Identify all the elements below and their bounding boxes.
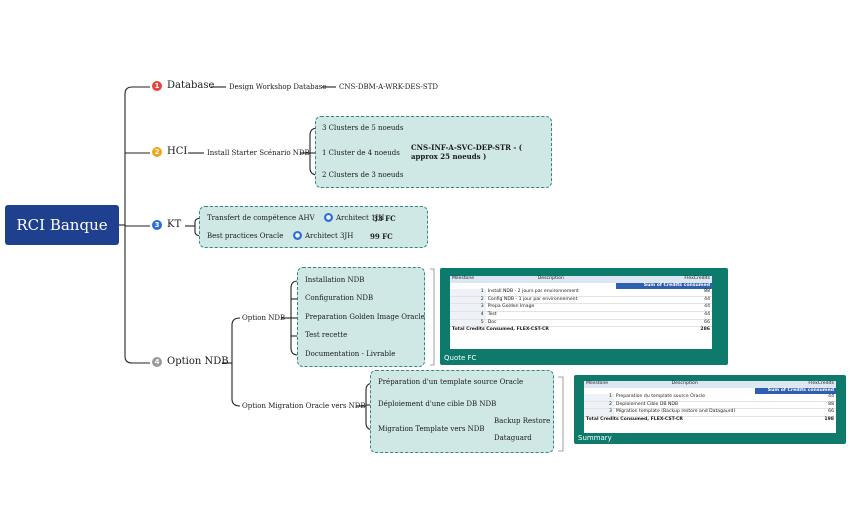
table-header: Milestone: [584, 381, 614, 388]
table-cell: 1: [450, 289, 486, 297]
table-cell: 3: [450, 303, 486, 312]
option-ndb-sub[interactable]: Option NDB: [242, 314, 286, 322]
table-header: FlexCredits: [615, 276, 712, 283]
hci-option-2[interactable]: 1 Cluster de 4 noeuds: [322, 149, 400, 157]
table-cell: Install NDB - 2 jours par environnement: [485, 289, 616, 297]
kt-item-1-role[interactable]: ●Architect 1JH: [324, 213, 385, 222]
table-cell: 44: [615, 303, 712, 312]
table-header: Milestone: [450, 276, 486, 283]
root-node[interactable]: RCI Banque: [5, 205, 119, 245]
table-subheader: Sum of Credits consumed: [615, 282, 712, 290]
option-migration-box: [370, 370, 554, 453]
table-cell: 44: [755, 394, 836, 402]
table-cell: Preparation du template source Oracle: [613, 394, 756, 402]
database-workshop[interactable]: Design Workshop Database: [229, 83, 327, 91]
table-cell: 66: [755, 408, 836, 417]
database-code[interactable]: CNS-DBM-A-WRK-DES-STD: [339, 83, 438, 91]
table-cell: 4: [450, 311, 486, 320]
migration-item-3[interactable]: Migration Template vers NDB: [378, 425, 485, 433]
table-cell: 5: [450, 319, 486, 328]
table-cell: Migration template (Backup restore and D…: [613, 408, 756, 417]
option-ndb-box: [297, 267, 425, 367]
root-label: RCI Banque: [16, 216, 108, 234]
table-cell: 1: [584, 394, 614, 402]
kt-item-2-fc: 99 FC: [370, 232, 393, 241]
table-header: FlexCredits: [755, 381, 836, 388]
kt-item-1-fc: 33 FC: [373, 214, 396, 223]
option-ndb-item-3[interactable]: Preparation Golden Image Oracle: [305, 313, 425, 321]
person-icon: ●: [293, 231, 302, 240]
table-total-value: 286: [615, 326, 712, 334]
table-cell: 44: [615, 296, 712, 305]
database-label: Database: [167, 80, 215, 91]
summary-caption: Summary: [578, 434, 612, 442]
table-cell: Prepa Golden Image: [485, 303, 616, 312]
branch-option-ndb[interactable]: 4 Option NDB: [152, 356, 229, 367]
kt-box: [199, 206, 428, 248]
hci-install[interactable]: Install Starter Scénario NDB: [207, 149, 310, 157]
table-total-label: Total Credits Consumed, FLEX-CST-CR: [450, 326, 616, 334]
table-cell: 2: [450, 296, 486, 305]
table-cell: 3: [584, 408, 614, 417]
table-cell: 88: [755, 401, 836, 410]
kt-item-2[interactable]: Best practices Oracle: [207, 232, 284, 240]
table-total-label: Total Credits Consumed, FLEX-CST-CR: [584, 415, 756, 424]
hci-label: HCI: [167, 146, 188, 157]
table-cell: 44: [615, 311, 712, 320]
option-ndb-item-5[interactable]: Documentation - Livrable: [305, 350, 396, 358]
table-cell: Deploiement Cible DB NDB: [613, 401, 756, 410]
table-total-value: 198: [755, 415, 836, 424]
migration-sub-item-1[interactable]: Backup Restore: [494, 417, 551, 425]
number-3-icon: 3: [152, 219, 162, 230]
option-ndb-item-1[interactable]: Installation NDB: [305, 276, 365, 284]
option-ndb-label: Option NDB: [167, 356, 229, 367]
number-1-icon: 1: [152, 80, 162, 91]
kt-label: KT: [167, 219, 182, 230]
table-header: Description: [613, 381, 756, 388]
hci-option-1[interactable]: 3 Clusters de 5 noeuds: [322, 124, 404, 132]
kt-item-2-role[interactable]: ●Architect 3JH: [293, 231, 354, 240]
kt-item-1[interactable]: Transfert de compétence AHV: [207, 214, 315, 222]
person-icon: ●: [324, 213, 333, 222]
table-cell: 66: [615, 319, 712, 328]
branch-database[interactable]: 1 Database: [152, 80, 214, 91]
quote-fc-caption: Quote FC: [444, 354, 477, 362]
branch-hci[interactable]: 2 HCI: [152, 146, 187, 157]
migration-item-2[interactable]: Déploiement d'une cible DB NDB: [378, 400, 497, 408]
table-cell: Test: [485, 311, 616, 320]
branch-kt[interactable]: 3 KT: [152, 219, 181, 230]
table-subheader: Sum of Credits consumed: [755, 387, 836, 395]
option-ndb-item-4[interactable]: Test recette: [305, 331, 348, 339]
table-cell: Config NDB - 1 jour par environnement: [485, 296, 616, 305]
table-header: Description: [485, 276, 616, 283]
table-cell: 88: [615, 289, 712, 297]
option-migration-sub[interactable]: Option Migration Oracle vers NDB: [242, 402, 366, 410]
number-4-icon: 4: [152, 356, 162, 367]
table-cell: Doc: [485, 319, 616, 328]
hci-code[interactable]: CNS-INF-A-SVC-DEP-STR - ( approx 25 noeu…: [411, 143, 523, 161]
number-2-icon: 2: [152, 146, 162, 157]
migration-item-1[interactable]: Préparation d'un template source Oracle: [378, 378, 524, 386]
migration-sub-item-2[interactable]: Dataguard: [494, 434, 532, 442]
table-cell: 2: [584, 401, 614, 410]
option-ndb-item-2[interactable]: Configuration NDB: [305, 294, 374, 302]
hci-option-3[interactable]: 2 Clusters de 3 noeuds: [322, 171, 404, 179]
hci-options-box: [315, 116, 552, 188]
